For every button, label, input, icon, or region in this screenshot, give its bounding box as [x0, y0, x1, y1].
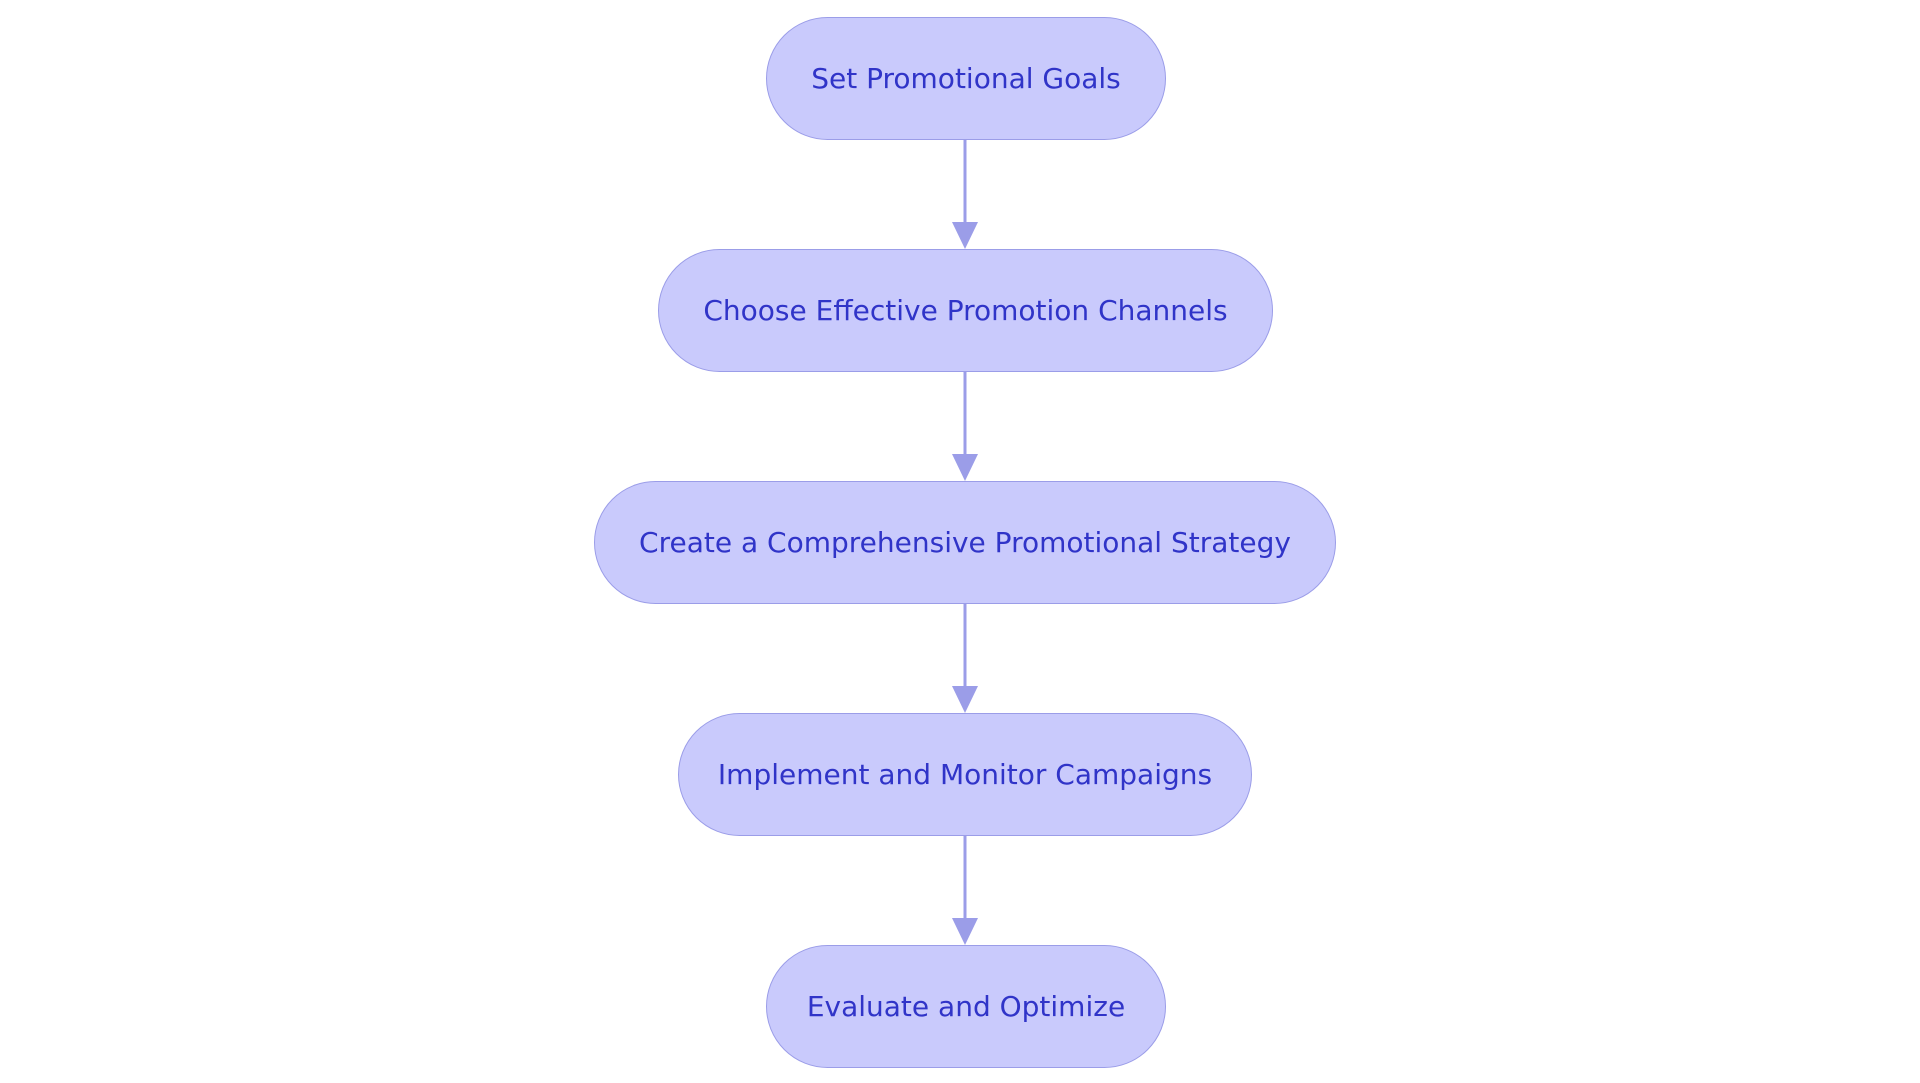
- arrowhead-n2-n3: [952, 454, 978, 481]
- node-choose-effective-promotion-channels: Choose Effective Promotion Channels: [658, 249, 1273, 372]
- arrowhead-n4-n5: [952, 918, 978, 945]
- node-implement-and-monitor-campaigns: Implement and Monitor Campaigns: [678, 713, 1252, 836]
- arrowhead-n1-n2: [952, 222, 978, 249]
- node-evaluate-and-optimize: Evaluate and Optimize: [766, 945, 1166, 1068]
- node-set-promotional-goals: Set Promotional Goals: [766, 17, 1166, 140]
- arrowhead-n3-n4: [952, 686, 978, 713]
- node-create-comprehensive-promotional-strategy: Create a Comprehensive Promotional Strat…: [594, 481, 1336, 604]
